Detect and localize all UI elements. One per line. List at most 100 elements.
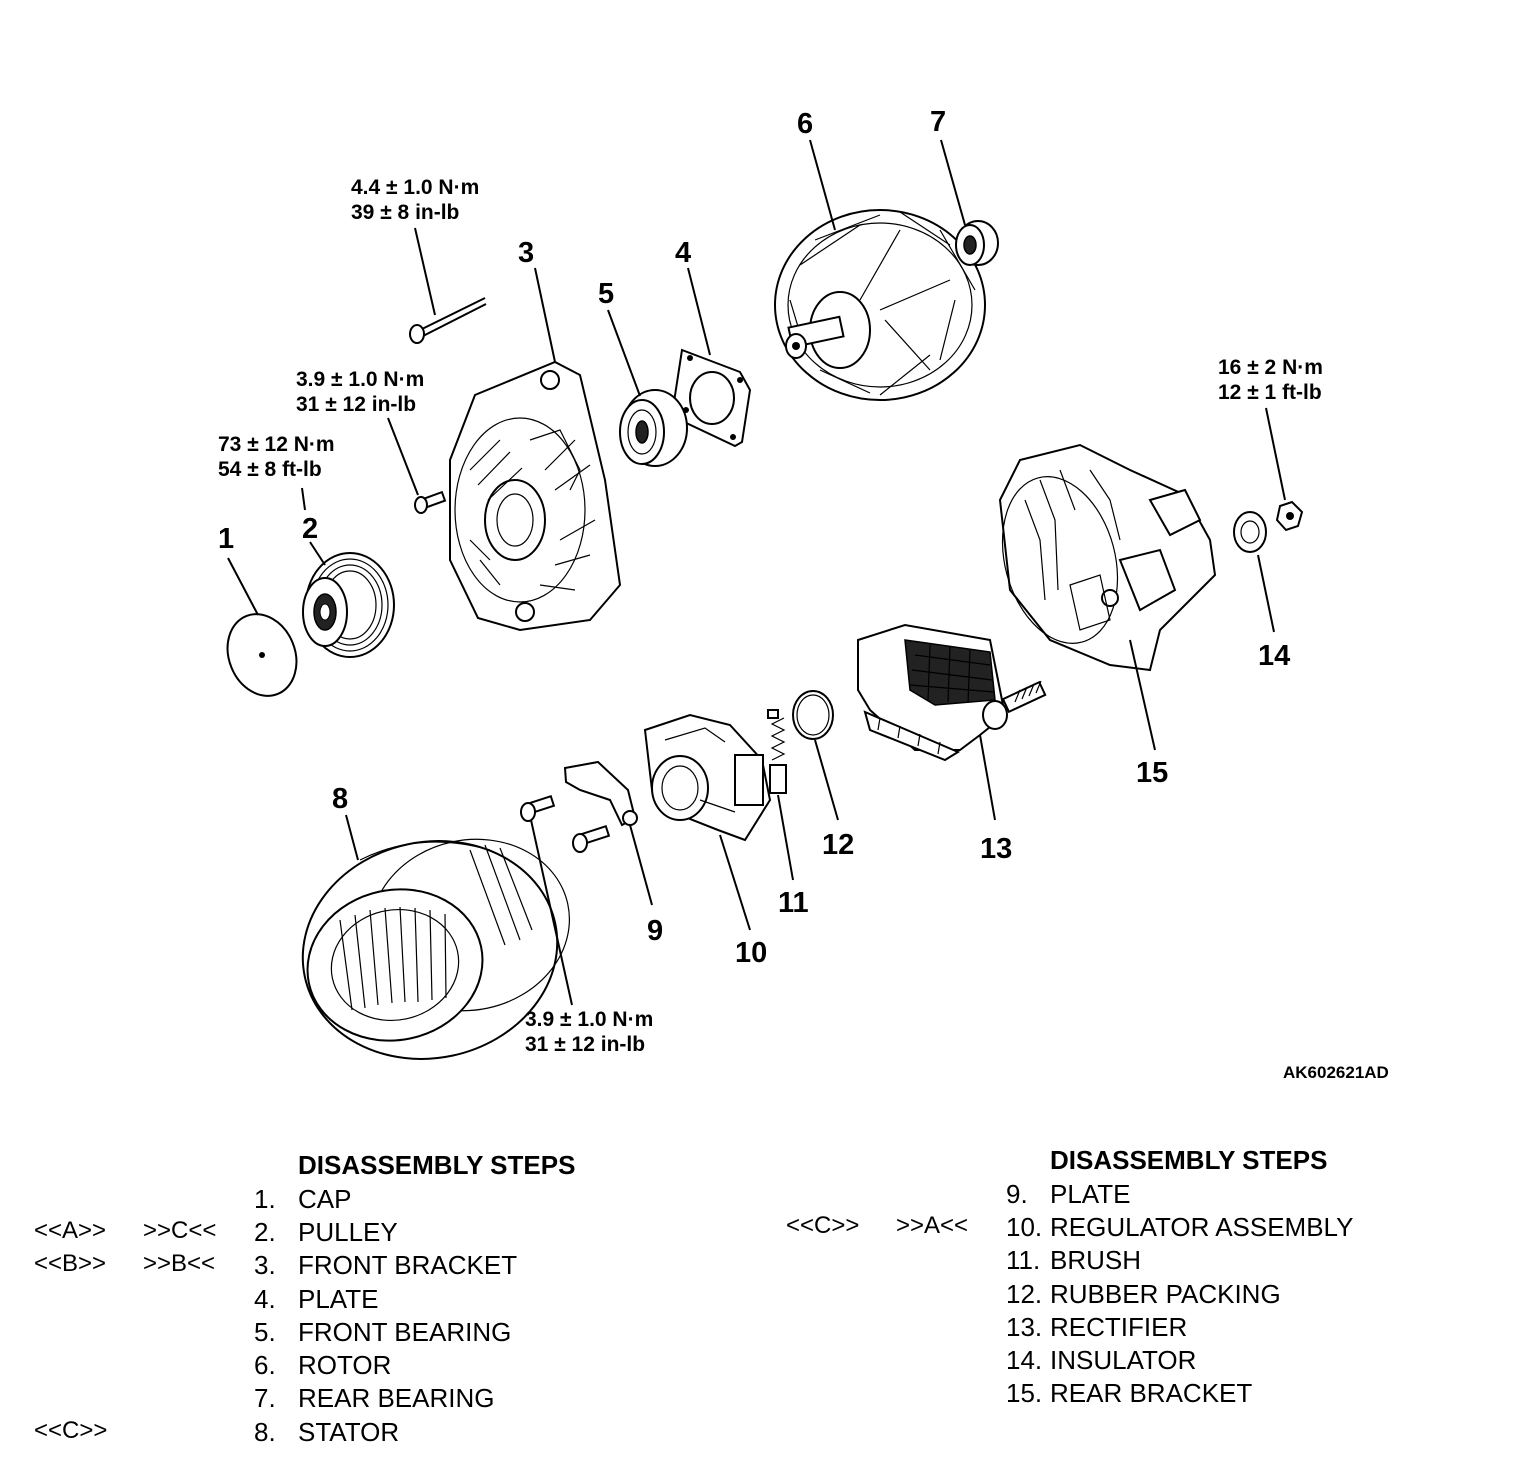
step-mark-2: >>A<< [896, 1212, 969, 1239]
step-row: 4. PLATE [0, 1284, 760, 1318]
leader-4 [687, 267, 711, 356]
part-insulator [1233, 500, 1304, 553]
step-number: 7. [254, 1383, 276, 1413]
step-label: REAR BEARING [298, 1383, 495, 1413]
leader-7 [940, 139, 966, 226]
step-number: 3. [254, 1250, 276, 1280]
step-row: 1. CAP [0, 1184, 760, 1218]
step-label: FRONT BEARING [298, 1317, 512, 1347]
part-front-bracket [449, 360, 622, 632]
step-number: 8. [254, 1417, 276, 1447]
step-label: ROTOR [298, 1350, 392, 1380]
steps-heading-right: DISASSEMBLY STEPS [1050, 1145, 1328, 1175]
callout-14: 14 [1258, 640, 1290, 672]
part-brush [767, 709, 787, 794]
step-label: CAP [298, 1184, 352, 1214]
callout-labels: 1 2 3 4 5 6 7 8 9 10 11 12 13 14 15 [218, 106, 1290, 969]
callout-4: 4 [675, 237, 691, 269]
step-label: RECTIFIER [1050, 1312, 1188, 1342]
leader-2 [309, 541, 326, 566]
step-row: <<C>> 8. STATOR [0, 1417, 760, 1451]
step-label: FRONT BRACKET [298, 1250, 518, 1280]
callout-6: 6 [797, 108, 813, 140]
leader-10 [719, 834, 751, 931]
step-row: 12. RUBBER PACKING [760, 1279, 1520, 1313]
leader-13 [979, 734, 996, 821]
step-number: 15. [1006, 1378, 1043, 1408]
torque-t3-line2: 54 ± 8 ft-lb [218, 458, 322, 481]
step-number: 2. [254, 1217, 276, 1247]
step-mark-1: <<C>> [786, 1212, 860, 1239]
step-row: 13. RECTIFIER [760, 1312, 1520, 1346]
step-label: PLATE [298, 1284, 379, 1314]
torque-t2-line2: 31 ± 12 in-lb [296, 393, 416, 416]
callout-10: 10 [735, 937, 767, 969]
step-number: 5. [254, 1317, 276, 1347]
step-number: 1. [254, 1184, 276, 1214]
step-number: 6. [254, 1350, 276, 1380]
step-number: 12. [1006, 1279, 1043, 1309]
step-mark-2: >>C<< [143, 1217, 217, 1244]
torque-t2-line1: 3.9 ± 1.0 N·m [296, 368, 424, 391]
steps-heading-left: DISASSEMBLY STEPS [298, 1150, 576, 1180]
leader-14 [1257, 554, 1275, 633]
step-row: 7. REAR BEARING [0, 1383, 760, 1417]
step-row: <<A>> >>C<< 2. PULLEY [0, 1217, 760, 1251]
leader-9 [629, 824, 653, 906]
callout-3: 3 [518, 237, 534, 269]
step-label: PLATE [1050, 1179, 1131, 1209]
figure-id: AK602621AD [1283, 1063, 1389, 1082]
leader-t1 [414, 227, 436, 316]
step-row: 6. ROTOR [0, 1350, 760, 1384]
torque-t4-line2: 12 ± 1 ft-lb [1218, 381, 1322, 404]
step-label: REAR BRACKET [1050, 1378, 1253, 1408]
step-label: STATOR [298, 1417, 400, 1447]
part-pulley [302, 552, 395, 658]
step-number: 11. [1006, 1245, 1041, 1275]
part-rectifier [857, 623, 1047, 762]
leader-15 [1129, 639, 1156, 751]
step-number: 13. [1006, 1312, 1043, 1342]
leader-t2 [387, 417, 419, 496]
callout-9: 9 [647, 915, 663, 947]
part-cap [226, 613, 298, 697]
part-stator [301, 838, 570, 1060]
step-row: 14. INSULATOR [760, 1345, 1520, 1379]
part-plate-small [520, 760, 638, 853]
torque-t4-line1: 16 ± 2 N·m [1218, 356, 1323, 379]
callout-8: 8 [332, 783, 348, 815]
part-rotor [774, 209, 986, 401]
step-label: RUBBER PACKING [1050, 1279, 1281, 1309]
leader-1 [227, 557, 259, 616]
part-front-bearing [619, 389, 688, 467]
disassembly-steps-right: DISASSEMBLY STEPS 9. PLATE <<C>> >>A<< 1… [760, 1145, 1520, 1435]
callout-7: 7 [930, 106, 946, 138]
step-label: PULLEY [298, 1217, 398, 1247]
leader-2-torque [301, 487, 306, 511]
callout-2: 2 [302, 513, 318, 545]
leader-8 [345, 814, 359, 861]
callout-5: 5 [598, 278, 614, 310]
torque-t5-line2: 31 ± 12 in-lb [525, 1033, 645, 1056]
callout-13: 13 [980, 833, 1012, 865]
step-label: REGULATOR ASSEMBLY [1050, 1212, 1354, 1242]
step-mark-1: <<A>> [34, 1217, 107, 1244]
part-rubber-packing [792, 690, 834, 740]
step-number: 14. [1006, 1345, 1043, 1375]
step-row: 9. PLATE [760, 1179, 1520, 1213]
leader-t5 [530, 819, 573, 1006]
step-number: 9. [1006, 1179, 1028, 1209]
step-row: 11. BRUSH [760, 1245, 1520, 1279]
leader-lines [227, 139, 1286, 1006]
part-rear-bearing [955, 220, 999, 266]
torque-t3-line1: 73 ± 12 N·m [218, 433, 335, 456]
step-number: 4. [254, 1284, 276, 1314]
callout-1: 1 [218, 523, 234, 555]
leader-t4 [1265, 407, 1286, 501]
leader-3 [534, 267, 556, 363]
callout-11: 11 [778, 887, 809, 919]
part-rear-bracket [998, 443, 1217, 672]
step-mark-2: >>B<< [143, 1250, 216, 1277]
step-row: 5. FRONT BEARING [0, 1317, 760, 1351]
leader-11 [777, 794, 794, 881]
